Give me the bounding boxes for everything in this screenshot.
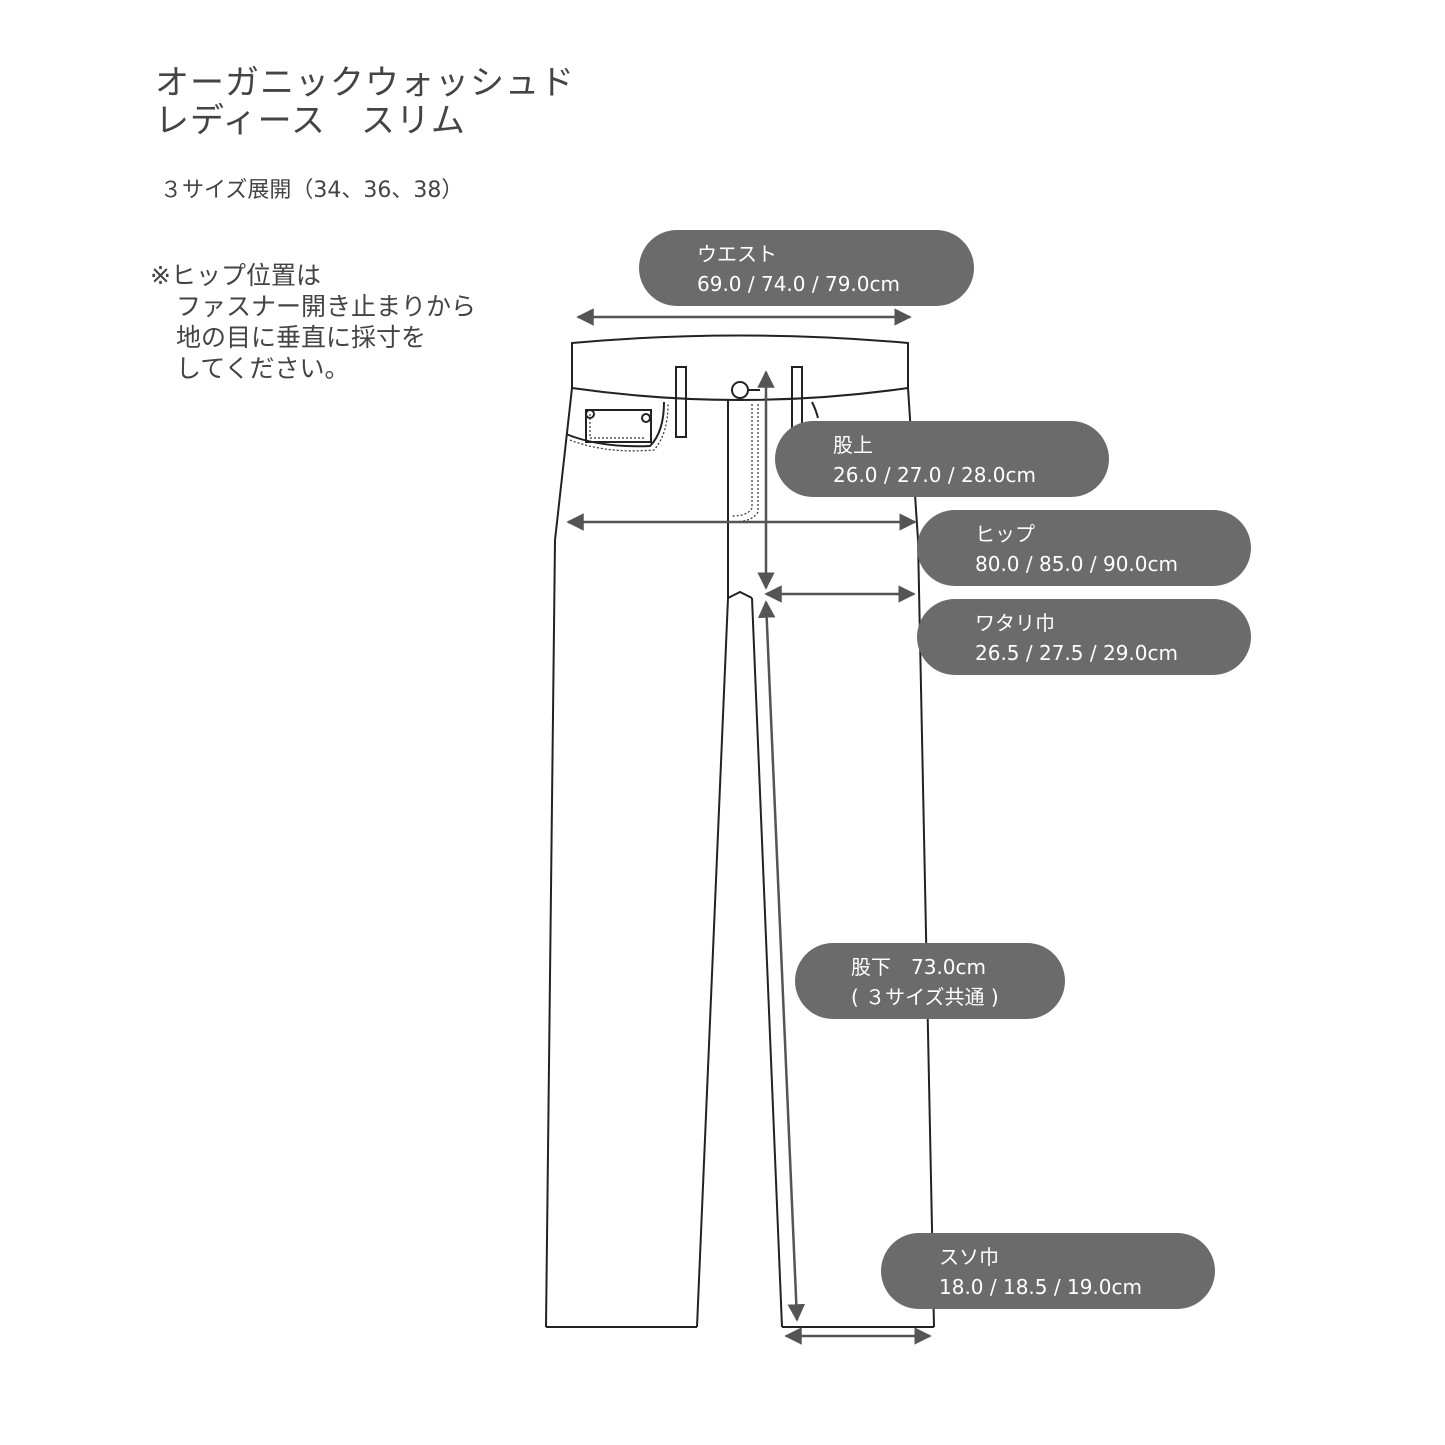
waist-label: ウエスト <box>697 242 777 266</box>
right-inner-seam <box>751 597 783 1328</box>
measurement-arrows <box>566 308 932 1345</box>
thigh-label: ワタリ巾 <box>975 611 1055 635</box>
rise-label-pill: 股上 26.0 / 27.0 / 28.0cm <box>775 421 1109 497</box>
belt-loop-left <box>675 366 687 438</box>
note-line2: ファスナー開き止まりから <box>176 292 477 321</box>
size-range-text: ３サイズ展開（34、36、38） <box>160 178 464 203</box>
front-pocket-left <box>565 401 665 448</box>
thigh-values: 26.5 / 27.5 / 29.0cm <box>975 641 1178 665</box>
left-inner-seam <box>696 597 729 1328</box>
waistband <box>571 334 909 401</box>
product-title: オーガニックウォッシュド レディース スリム <box>155 64 575 140</box>
inseam-values: ( ３サイズ共通 ) <box>851 985 999 1009</box>
hip-values: 80.0 / 85.0 / 90.0cm <box>975 552 1178 576</box>
button-icon <box>731 381 749 399</box>
hip-label: ヒップ <box>975 522 1035 546</box>
waist-label-pill: ウエスト 69.0 / 74.0 / 79.0cm <box>639 230 974 306</box>
stitching <box>569 403 759 523</box>
front-pocket-right <box>811 401 819 419</box>
rise-label: 股上 <box>833 433 873 457</box>
thigh-label-pill: ワタリ巾 26.5 / 27.5 / 29.0cm <box>917 599 1251 675</box>
inseam-label-pill: 股下 73.0cm ( ３サイズ共通 ) <box>795 943 1065 1019</box>
hip-label-pill: ヒップ 80.0 / 85.0 / 90.0cm <box>917 510 1251 586</box>
hem-values: 18.0 / 18.5 / 19.0cm <box>939 1275 1142 1299</box>
coin-pocket <box>585 409 652 443</box>
product-title-line1: オーガニックウォッシュド <box>155 63 575 103</box>
hem-label: スソ巾 <box>939 1245 999 1269</box>
waist-values: 69.0 / 74.0 / 79.0cm <box>697 272 900 296</box>
left-outer-seam <box>545 387 573 1328</box>
inseam-arrow <box>757 600 806 1322</box>
rise-values: 26.0 / 27.0 / 28.0cm <box>833 463 1036 487</box>
crotch-point <box>727 590 753 599</box>
hem-label-pill: スソ巾 18.0 / 18.5 / 19.0cm <box>881 1233 1215 1309</box>
inseam-label: 股下 73.0cm <box>851 955 987 979</box>
rivet-right <box>641 413 651 423</box>
measurement-note: ※ヒップ位置は ファスナー開き止まりから 地の目に垂直に採寸を してください。 <box>150 260 476 384</box>
product-title-line2: レディース スリム <box>155 101 466 141</box>
note-line1: ※ヒップ位置は <box>150 261 321 290</box>
note-line4: してください。 <box>176 354 350 383</box>
note-line3: 地の目に垂直に採寸を <box>176 323 427 352</box>
